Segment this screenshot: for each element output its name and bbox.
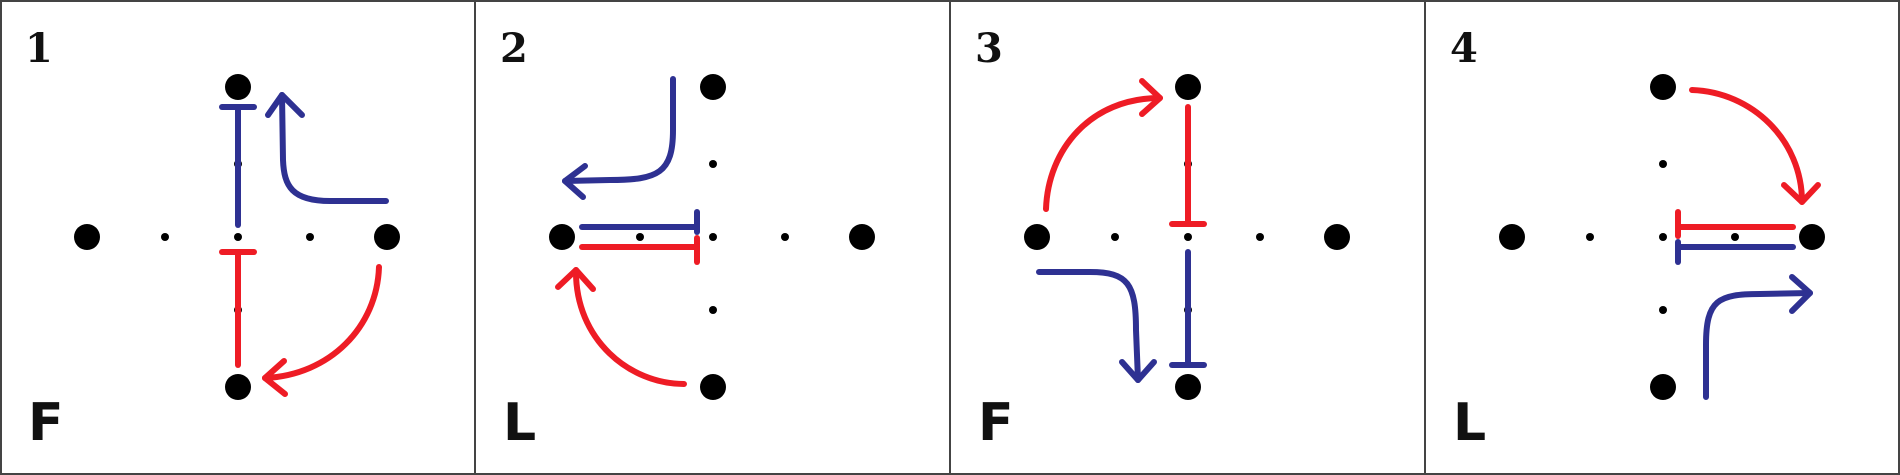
panel-number: 2 <box>500 25 528 72</box>
node-right <box>374 224 400 250</box>
panel-letter: F <box>28 393 64 453</box>
red-arrow <box>1689 87 1821 205</box>
dot-center <box>1184 233 1192 241</box>
blue-arrow <box>265 92 389 204</box>
blue-inhibition <box>579 209 700 235</box>
red-arrow <box>262 264 382 397</box>
blue-arrow <box>1703 274 1813 400</box>
node-bottom <box>700 374 726 400</box>
blue-arrow <box>562 76 676 200</box>
node-bottom <box>1650 374 1676 400</box>
panel-letter: L <box>503 393 536 453</box>
node-top <box>1650 74 1676 100</box>
panel-number: 3 <box>975 25 1003 72</box>
blue-arrow <box>1036 269 1157 383</box>
panel-3: 3 F <box>975 25 1350 453</box>
node-left <box>1499 224 1525 250</box>
dot-top <box>1659 160 1667 168</box>
dot-left <box>1586 233 1594 241</box>
dot-center <box>1659 233 1667 241</box>
node-left <box>549 224 575 250</box>
node-top <box>1175 74 1201 100</box>
nodes <box>1499 74 1825 400</box>
panel-number: 4 <box>1450 25 1478 72</box>
node-bottom <box>1175 374 1201 400</box>
nodes <box>549 74 875 400</box>
node-right <box>849 224 875 250</box>
node-top <box>700 74 726 100</box>
panel-4: 4 L <box>1450 25 1825 453</box>
dot-center <box>234 233 242 241</box>
panel-1: 1 F <box>25 25 400 453</box>
dot-right <box>1256 233 1264 241</box>
node-right <box>1799 224 1825 250</box>
red-inhibition <box>1675 209 1796 239</box>
panel-number: 1 <box>25 25 53 72</box>
red-inhibition <box>1169 104 1207 227</box>
blue-inhibition <box>1675 239 1796 265</box>
node-left <box>74 224 100 250</box>
dot-right <box>1731 233 1739 241</box>
red-inhibition <box>579 235 700 265</box>
blue-inhibition <box>1169 249 1207 368</box>
dot-left <box>161 233 169 241</box>
dot-top <box>709 160 717 168</box>
red-arrow <box>1043 78 1163 212</box>
dot-bottom <box>1659 306 1667 314</box>
node-bottom <box>225 374 251 400</box>
node-left <box>1024 224 1050 250</box>
panel-2: 2 L <box>500 25 875 453</box>
dot-left <box>636 233 644 241</box>
dot-right <box>306 233 314 241</box>
panel-letter: L <box>1453 393 1486 453</box>
node-top <box>225 74 251 100</box>
dot-right <box>781 233 789 241</box>
dot-bottom <box>709 306 717 314</box>
node-right <box>1324 224 1350 250</box>
dot-left <box>1111 233 1119 241</box>
red-arrow <box>555 267 687 387</box>
panel-letter: F <box>978 393 1014 453</box>
blue-inhibition <box>219 104 257 228</box>
dot-center <box>709 233 717 241</box>
red-inhibition <box>219 249 257 368</box>
